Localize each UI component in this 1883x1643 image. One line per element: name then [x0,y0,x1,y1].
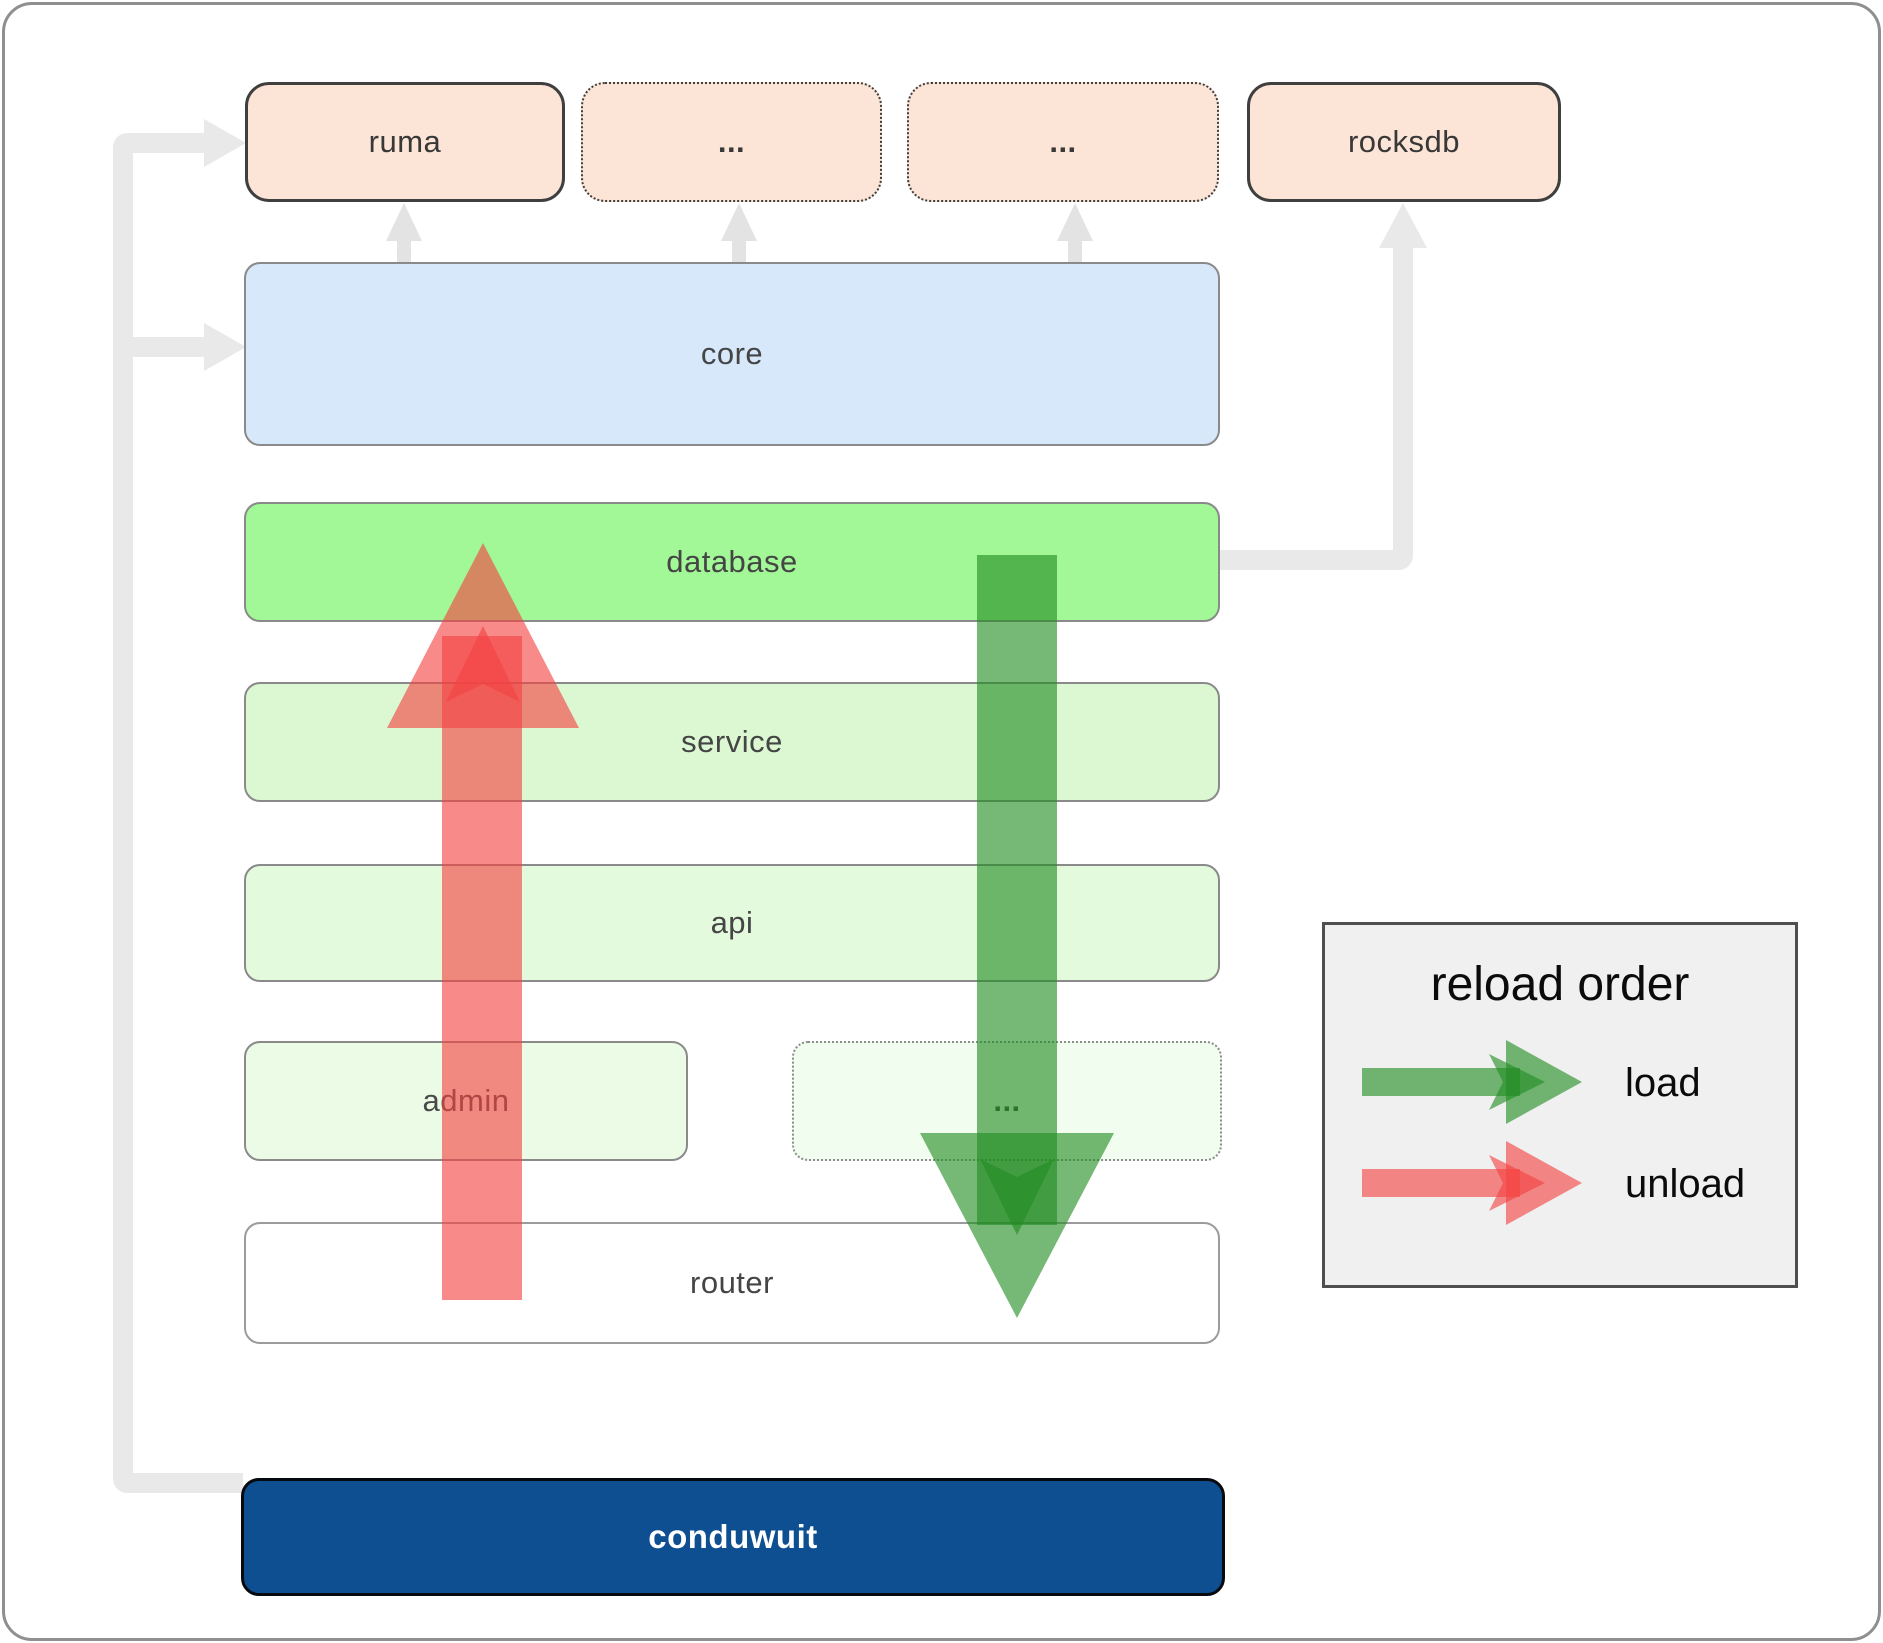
node-admin-label: admin [422,1083,510,1118]
node-core-label: core [700,336,764,371]
node-rocksdb: rocksdb [1247,82,1561,202]
node-database: database [244,502,1220,622]
node-service-label: service [681,724,783,759]
node-api-label: api [710,905,754,940]
node-ellipsis-sub: ... [792,1041,1222,1161]
node-admin: admin [244,1041,688,1161]
node-router: router [244,1222,1220,1344]
node-ellipsis-top-1: ... [581,82,882,202]
node-ellipsis-sub-label: ... [993,1083,1021,1118]
legend-title: reload order [1430,958,1690,1011]
node-service: service [244,682,1220,802]
node-ellipsis-top-1-label: ... [717,124,746,159]
node-core: core [244,262,1220,446]
legend-box: reload order load unload [1322,922,1798,1288]
node-api: api [244,864,1220,982]
node-router-label: router [690,1265,774,1300]
node-database-label: database [666,544,798,579]
node-ruma: ruma [245,82,565,202]
node-ruma-label: ruma [368,124,442,159]
node-ellipsis-top-2-label: ... [1049,124,1077,159]
node-ellipsis-top-2: ... [907,82,1219,202]
legend-label-unload: unload [1625,1162,1746,1206]
node-rocksdb-label: rocksdb [1347,124,1461,159]
legend-label-load: load [1625,1061,1701,1105]
node-conduwuit: conduwuit [241,1478,1225,1596]
node-conduwuit-label: conduwuit [648,1518,818,1555]
